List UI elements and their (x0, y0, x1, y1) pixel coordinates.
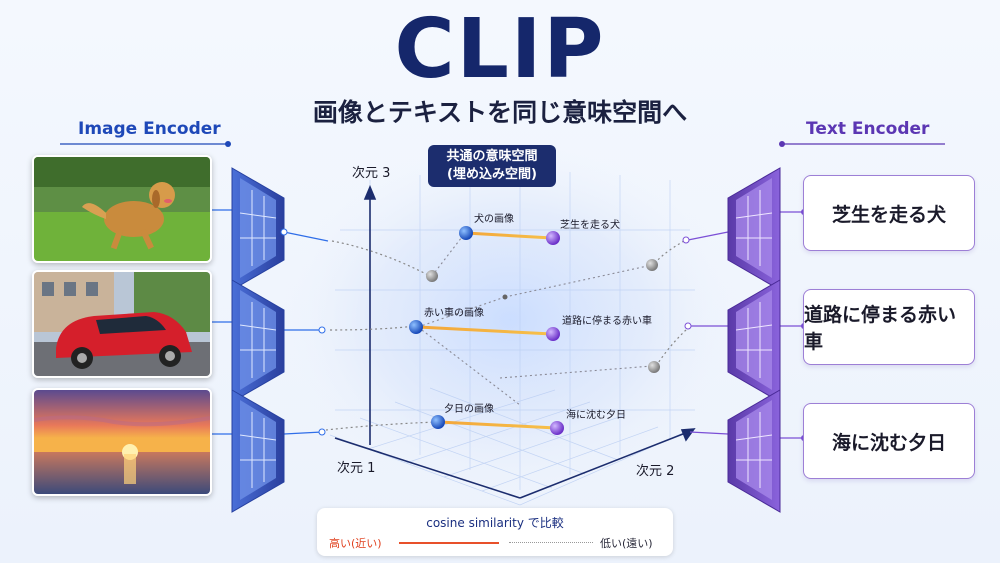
point-gray (426, 270, 438, 282)
point-text-car (546, 327, 560, 341)
text-box-1: 芝生を走る犬 (803, 175, 975, 251)
text-box-2: 道路に停まる赤い車 (803, 289, 975, 365)
photo-dog (32, 155, 212, 263)
point-label-img3: 夕日の画像 (444, 404, 494, 415)
axis-label-2: 次元 2 (636, 464, 675, 479)
point-label-txt3: 海に沈む夕日 (566, 410, 626, 421)
point-text-sunset (550, 421, 564, 435)
embedding-space-title-line2: (埋め込み空間) (447, 167, 537, 182)
point-image-car (409, 320, 423, 334)
high-similarity-lines (417, 231, 557, 430)
embedding-space-title: 共通の意味空間 (埋め込み空間) (428, 145, 556, 187)
photo-car (32, 270, 212, 378)
point-image-dog (459, 226, 473, 240)
space-axes (334, 184, 696, 499)
text-encoder-underline-dot (779, 141, 785, 147)
low-similarity-lines (417, 232, 653, 406)
legend-low-label: 低い(遠い) (600, 537, 653, 550)
legend-low-line (509, 542, 593, 543)
text-encoder-label: Text Encoder (806, 119, 930, 139)
photo-sunset (32, 388, 212, 496)
point-label-txt1: 芝生を走る犬 (560, 220, 620, 231)
point-text-dog (546, 231, 560, 245)
legend-high-label: 高い(近い) (329, 537, 382, 550)
page-title: CLIP (394, 2, 606, 97)
point-gray (646, 259, 658, 271)
axis-label-1: 次元 1 (337, 461, 376, 476)
point-image-sunset (431, 415, 445, 429)
similarity-legend: cosine similarity で比較 高い(近い) 低い(遠い) (317, 508, 673, 556)
space-grid (329, 172, 695, 506)
text-encoder-blocks (682, 167, 807, 513)
point-label-txt2: 道路に停まる赤い車 (562, 316, 652, 327)
embedding-space-glow (280, 140, 740, 500)
image-encoder-underline-dot (225, 141, 231, 147)
text-box-3: 海に沈む夕日 (803, 403, 975, 479)
point-label-img1: 犬の画像 (474, 214, 514, 225)
page-subtitle: 画像とテキストを同じ意味空間へ (312, 98, 688, 127)
image-encoder-label: Image Encoder (78, 119, 221, 139)
embedding-space-title-line1: 共通の意味空間 (446, 149, 538, 164)
point-small (502, 294, 508, 300)
image-encoder-blocks (205, 167, 326, 513)
point-gray (648, 361, 660, 373)
legend-high-line (399, 542, 499, 544)
legend-title: cosine similarity で比較 (426, 516, 564, 530)
axis-label-3: 次元 3 (352, 166, 391, 181)
image-connectors (192, 209, 439, 435)
point-label-img2: 赤い車の画像 (424, 308, 484, 319)
